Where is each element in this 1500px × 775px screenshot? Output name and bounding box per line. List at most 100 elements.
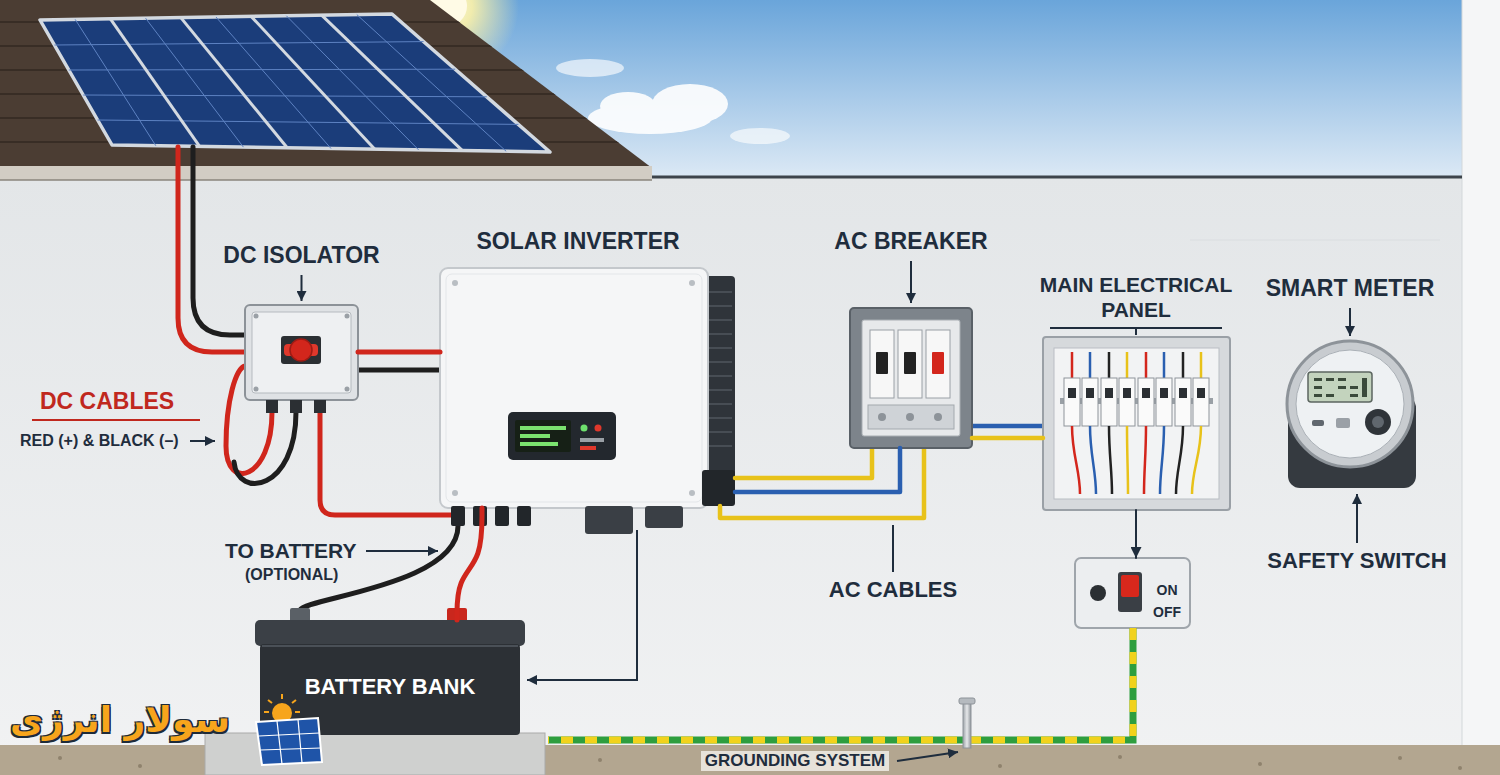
dc-wire [358, 368, 440, 373]
cable-connector [358, 350, 440, 355]
inverter-symbol [702, 470, 735, 506]
inverter-symbol [515, 420, 571, 452]
ac-breaker-symbol [876, 352, 888, 374]
logo-icon [256, 718, 322, 765]
ac-breaker-symbol [926, 330, 950, 398]
roof [0, 179, 652, 181]
ac-breaker-symbol [862, 320, 960, 436]
smart-meter-symbol [1287, 341, 1413, 467]
solar-inverter: SOLAR INVERTER [440, 268, 735, 508]
dc-isolator-symbol [290, 339, 312, 361]
leader-arrow [190, 261, 1357, 761]
main-panel-symbol [1123, 388, 1131, 398]
ground-wire [548, 628, 1133, 740]
ac-wire [735, 448, 872, 478]
ac-breaker-symbol [850, 308, 972, 448]
inverter-symbol [451, 506, 465, 526]
ground-wire [548, 628, 1133, 740]
main-panel-symbol [1043, 337, 1230, 510]
logo-icon [256, 694, 322, 765]
main-panel-symbol [1071, 352, 1074, 378]
dc-wire [300, 526, 458, 610]
inverter-symbol [709, 417, 732, 419]
ground-rod [963, 702, 971, 748]
inverter-symbol [520, 434, 550, 438]
dc-wire [320, 412, 452, 515]
logo-icon [268, 700, 272, 703]
component-heading: MAIN ELECTRICAL PANEL [1024, 272, 1249, 322]
main-panel-symbol [1156, 378, 1172, 426]
safety-switch-symbol [1121, 575, 1139, 597]
inverter-symbol [595, 425, 602, 432]
inverter-symbol [709, 291, 732, 293]
battery-bank: BATTERY BANK [260, 620, 528, 735]
main-panel-symbol [1090, 426, 1096, 494]
label-underline [32, 419, 200, 421]
ac-breaker-symbol [878, 413, 886, 421]
battery-symbol [262, 645, 518, 647]
smart-meter-symbol [1287, 341, 1416, 488]
dc-wire [178, 147, 458, 610]
inverter-symbol [495, 506, 509, 526]
main-panel-symbol [1163, 352, 1166, 378]
dc-wire [178, 147, 245, 352]
logo-icon [295, 711, 300, 713]
dc-isolator-symbol [314, 400, 326, 413]
leader-arrow [892, 525, 894, 572]
safety-switch-symbol [1075, 558, 1190, 628]
solar-panel-array [75, 19, 156, 145]
callout-label: GROUNDING SYSTEM [701, 751, 889, 771]
ac-breaker-symbol [898, 330, 922, 398]
inverter-symbol [517, 506, 531, 526]
solar-panel-array [110, 19, 199, 147]
ground [138, 764, 142, 768]
smart-meter-symbol [1372, 416, 1384, 428]
leader-arrow [366, 550, 438, 552]
inverter-symbol [709, 389, 732, 391]
inverter-symbol [452, 280, 458, 286]
solar-panel-array [146, 18, 244, 147]
inverter-symbol [452, 490, 458, 496]
smart-meter-symbol [1314, 394, 1322, 397]
cloud [730, 128, 790, 144]
safety-switch-symbol [1090, 585, 1106, 601]
main-panel-symbol [1182, 352, 1185, 378]
callout-label: AC CABLES [829, 577, 957, 603]
ac-wire [720, 448, 924, 518]
safety-switch-symbol [1075, 558, 1190, 628]
ground [1398, 756, 1402, 760]
logo-icon [281, 694, 283, 699]
logo-icon [264, 711, 269, 713]
dc-wire [234, 412, 296, 483]
cable-connector [457, 508, 482, 620]
main-panel-symbol [1064, 378, 1209, 426]
dc-wire [193, 147, 245, 335]
main-panel-symbol [1175, 378, 1191, 426]
dc-isolator-symbol [245, 305, 358, 413]
main-panel-symbol [1086, 388, 1094, 398]
leader-arrow [910, 261, 912, 303]
main-panel-symbol [1144, 426, 1146, 494]
ground [598, 758, 602, 762]
component-heading: DC ISOLATOR [172, 242, 432, 269]
main-panel-symbol [1197, 388, 1205, 398]
callout-label: (OPTIONAL) [245, 565, 338, 585]
switch-state: OFF [1147, 604, 1187, 620]
solar-panel-array [286, 16, 418, 150]
inverter-symbol [709, 431, 732, 433]
inverter-symbol [581, 425, 588, 432]
smart-meter: SMART METER [1280, 340, 1420, 490]
battery-symbol [290, 608, 310, 622]
ac-breaker-symbol [934, 413, 942, 421]
ac-breaker: AC BREAKER [850, 308, 972, 448]
main-panel-symbol [1119, 378, 1135, 426]
ac-breaker-symbol [870, 330, 894, 398]
logo-icon [259, 720, 321, 765]
callout-label: SAFETY SWITCH [1267, 548, 1446, 574]
main-panel-symbol [1068, 388, 1076, 398]
solar-panel-array [54, 15, 518, 152]
ground [1458, 766, 1462, 770]
main-panel-symbol [1176, 426, 1183, 494]
